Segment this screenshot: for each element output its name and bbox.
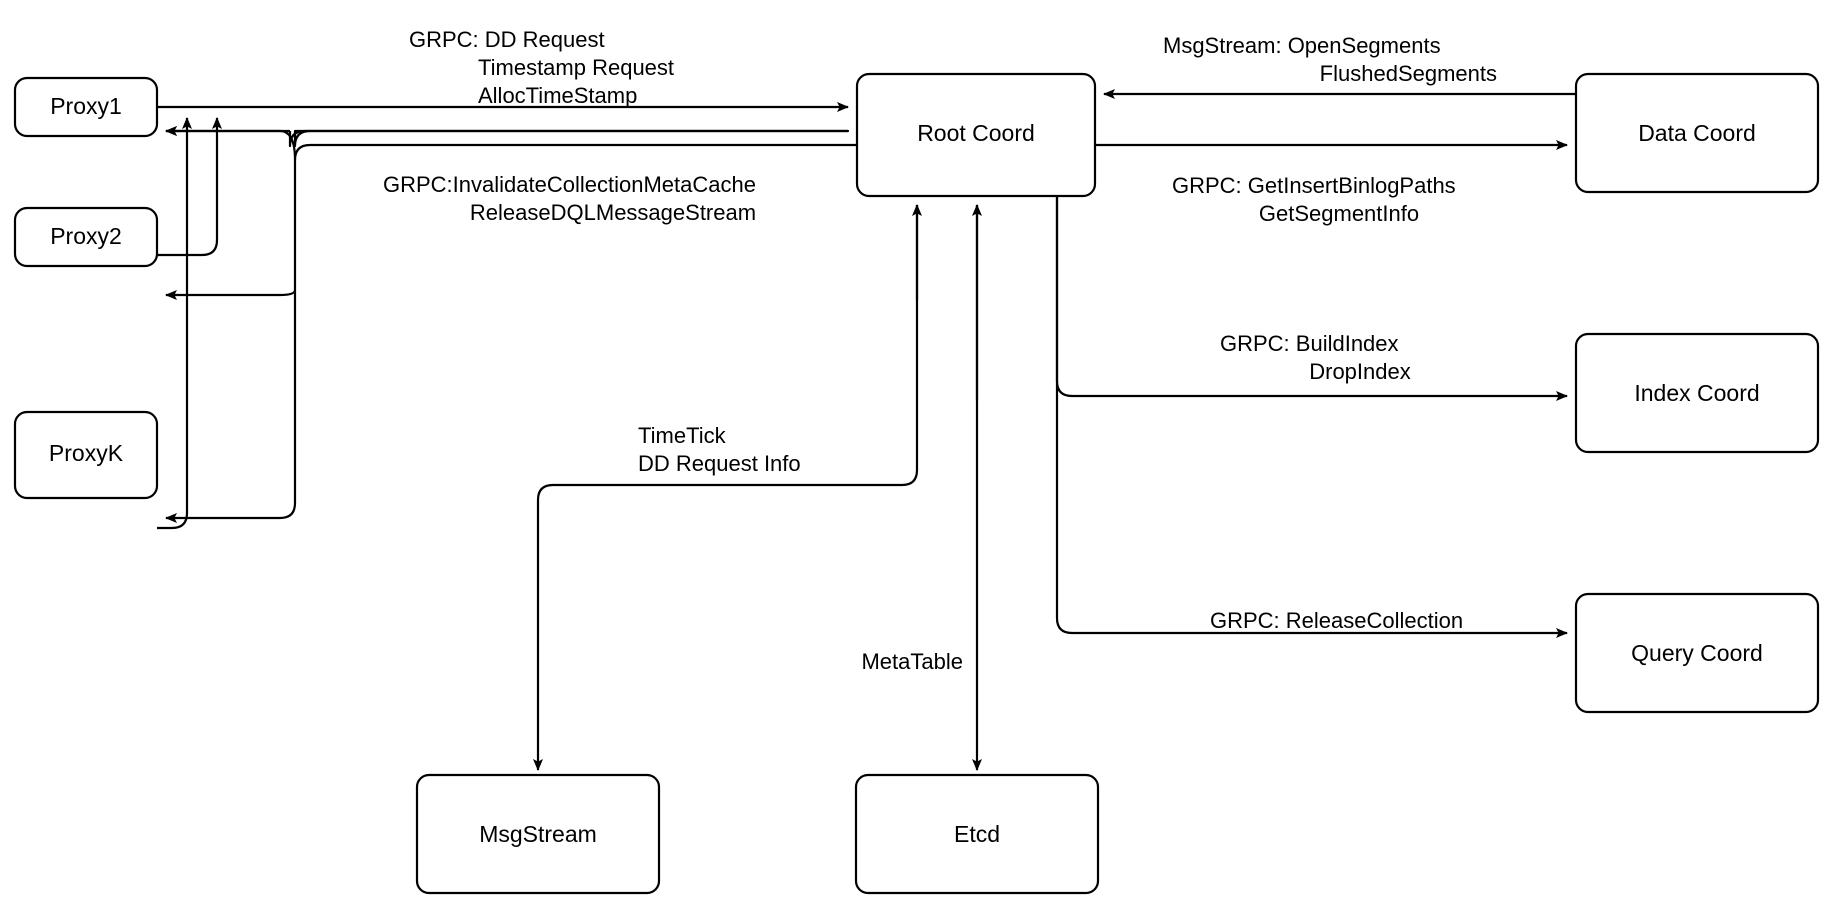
node-indexcoord[interactable]: Index Coord xyxy=(1574,332,1820,454)
edge-label-root-to-etcd: MetaTable xyxy=(861,649,963,674)
node-msgstream[interactable]: MsgStream xyxy=(415,773,661,895)
edge-rootcoord-to-proxies-trunk xyxy=(165,143,857,523)
node-proxy1[interactable]: Proxy1 xyxy=(13,76,159,138)
node-querycoord-label: Query Coord xyxy=(1631,640,1763,666)
edge-label-root-to-proxy-line2: ReleaseDQLMessageStream xyxy=(470,200,756,225)
node-msgstream-label: MsgStream xyxy=(479,821,597,847)
edge-label-root-to-msgstream-line1: TimeTick xyxy=(638,423,727,448)
edge-label-root-to-data-line2: GetSegmentInfo xyxy=(1259,201,1419,226)
edge-label-proxy-to-root-line1: GRPC: DD Request xyxy=(409,27,605,52)
edge-label-root-to-query: GRPC: ReleaseCollection xyxy=(1210,608,1463,633)
node-datacoord[interactable]: Data Coord xyxy=(1574,72,1820,194)
edge-label-proxy-to-root-line2: Timestamp Request xyxy=(478,55,674,80)
edge-proxy2-to-rootcoord xyxy=(157,117,222,257)
edge-rootcoord-to-querycoord xyxy=(1055,196,1568,638)
edge-label-data-to-root-line2: FlushedSegments xyxy=(1320,61,1497,86)
edge-label-root-to-index-line1: GRPC: BuildIndex xyxy=(1220,331,1399,356)
node-etcd[interactable]: Etcd xyxy=(854,773,1100,895)
edge-label-root-to-proxy: GRPC:InvalidateCollectionMetaCache Relea… xyxy=(383,172,756,225)
edge-label-root-to-index-line2: DropIndex xyxy=(1309,359,1411,384)
node-proxyk[interactable]: ProxyK xyxy=(13,410,159,500)
node-datacoord-label: Data Coord xyxy=(1638,120,1756,146)
edge-label-data-to-root: MsgStream: OpenSegments FlushedSegments xyxy=(1163,33,1497,86)
edge-label-root-to-data: GRPC: GetInsertBinlogPaths GetSegmentInf… xyxy=(1172,173,1456,226)
edge-proxyk-to-rootcoord xyxy=(157,117,192,530)
edge-label-root-to-query-line1: GRPC: ReleaseCollection xyxy=(1210,608,1463,633)
edge-label-root-to-index: GRPC: BuildIndex DropIndex xyxy=(1220,331,1411,384)
edge-rootcoord-to-msgstream xyxy=(533,205,919,771)
edge-rootcoord-to-proxy1 xyxy=(293,129,850,148)
edge-label-root-to-msgstream: TimeTick DD Request Info xyxy=(638,423,801,476)
node-indexcoord-label: Index Coord xyxy=(1634,380,1759,406)
edge-label-data-to-root-line1: MsgStream: OpenSegments xyxy=(1163,33,1441,58)
node-etcd-label: Etcd xyxy=(954,821,1000,847)
node-querycoord[interactable]: Query Coord xyxy=(1574,592,1820,714)
edge-trunk-branch-proxy1 xyxy=(165,126,297,161)
node-proxy1-label: Proxy1 xyxy=(50,93,122,119)
edge-label-root-to-data-line1: GRPC: GetInsertBinlogPaths xyxy=(1172,173,1456,198)
edge-label-root-to-proxy-line1: GRPC:InvalidateCollectionMetaCache xyxy=(383,172,756,197)
edge-label-root-to-etcd-line1: MetaTable xyxy=(861,649,963,674)
node-rootcoord[interactable]: Root Coord xyxy=(855,72,1097,198)
edge-rootcoord-trunk-down xyxy=(288,129,848,148)
node-proxyk-label: ProxyK xyxy=(49,440,124,466)
node-proxy2[interactable]: Proxy2 xyxy=(13,206,159,268)
edge-trunk-branch-proxy2 xyxy=(165,289,297,300)
node-proxy2-label: Proxy2 xyxy=(50,223,122,249)
edge-label-proxy-to-root: GRPC: DD Request Timestamp Request Alloc… xyxy=(409,27,674,108)
edge-label-proxy-to-root-line3: AllocTimeStamp xyxy=(478,83,637,108)
node-rootcoord-label: Root Coord xyxy=(917,120,1035,146)
edge-label-root-to-msgstream-line2: DD Request Info xyxy=(638,451,801,476)
